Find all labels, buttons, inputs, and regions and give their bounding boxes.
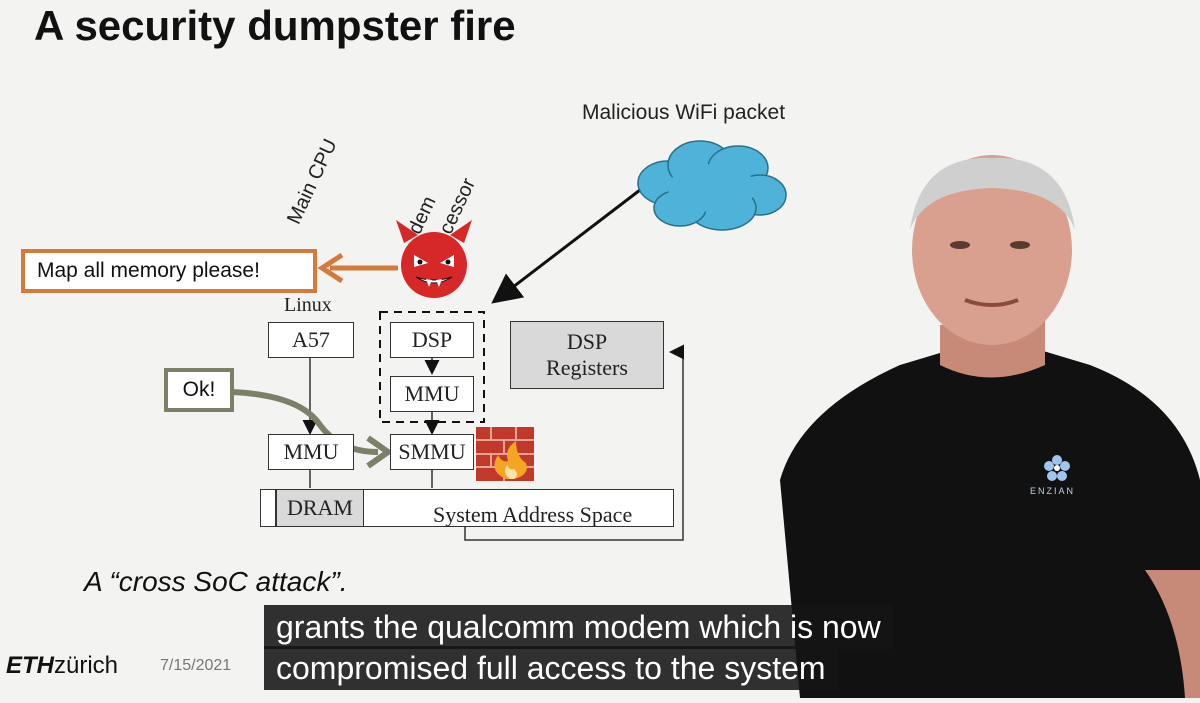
eth-logo: ETHzürich: [6, 652, 118, 680]
subtitle-line-1: grants the qualcomm modem which is now: [264, 605, 893, 649]
firewall-icon: [476, 427, 534, 481]
system-address-space-label: System Address Space: [433, 502, 633, 527]
attack-caption: A “cross SoC attack”.: [84, 566, 348, 597]
eth-logo-rest: zürich: [54, 652, 119, 679]
cpu-mmu-box: MMU: [268, 434, 354, 470]
eth-logo-bold: ETH: [6, 652, 54, 679]
ok-text: Ok!: [182, 378, 216, 401]
dsp-mmu-box: MMU: [390, 376, 474, 412]
dsp-registers-line2: Registers: [546, 355, 628, 380]
footer-date: 7/15/2021: [160, 657, 232, 674]
dsp-box: DSP: [390, 322, 474, 358]
packet-label: Malicious WiFi packet: [582, 101, 786, 124]
smmu-box: SMMU: [390, 434, 474, 470]
linux-label: Linux: [284, 294, 332, 316]
devil-icon: [396, 220, 472, 298]
slide-title: A security dumpster fire: [34, 2, 516, 49]
a57-box: A57: [268, 322, 354, 358]
request-text: Map all memory please!: [37, 259, 260, 282]
cloud-icon: [637, 140, 787, 231]
request-box: Map all memory please!: [21, 249, 317, 293]
subtitle-line-2: compromised full access to the system: [264, 646, 838, 690]
dsp-registers-line1: DSP: [566, 329, 608, 354]
dram-segment: DRAM: [277, 490, 364, 526]
dsp-registers-box: DSP Registers: [510, 321, 664, 389]
ok-box: Ok!: [164, 368, 234, 412]
shirt-text: ENZIAN: [1030, 486, 1076, 496]
system-address-space-bar: DRAM System Address Space: [260, 489, 674, 527]
address-space-divider: [275, 490, 277, 526]
